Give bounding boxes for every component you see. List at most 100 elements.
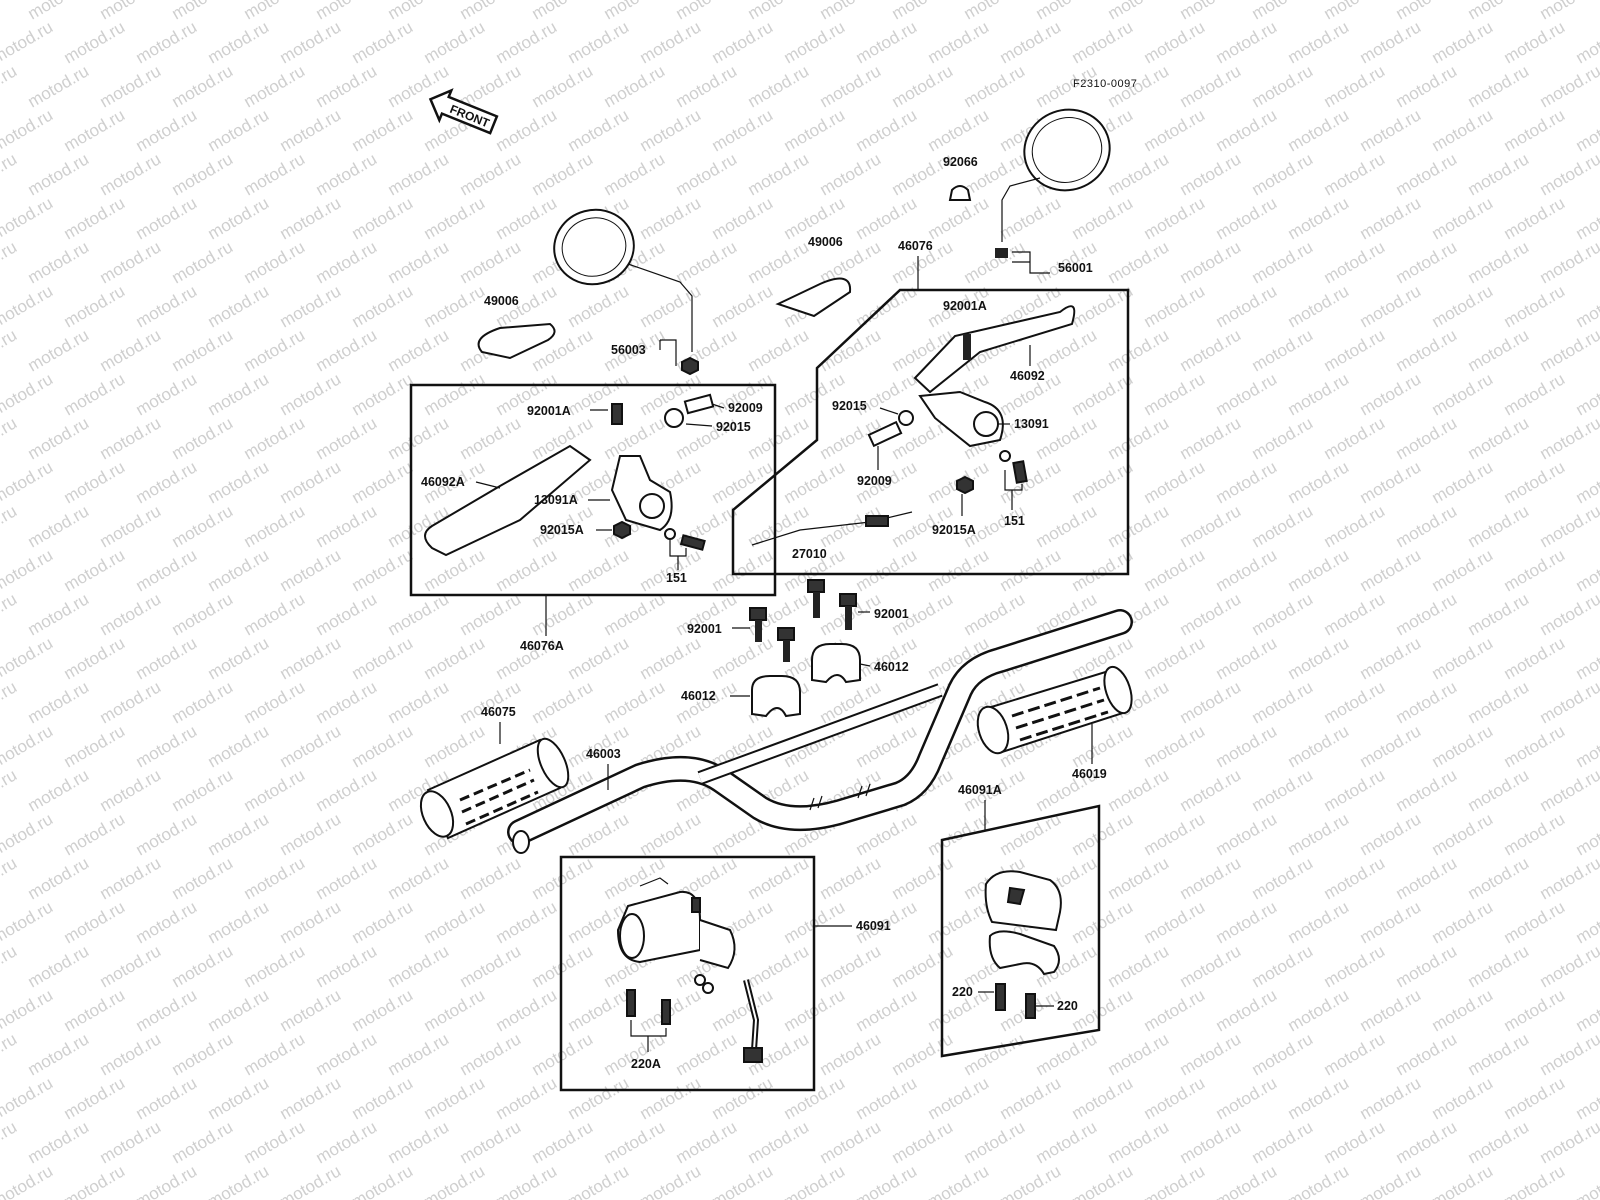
- watermark-text: motod.ru: [1177, 0, 1245, 23]
- watermark-text: motod.ru: [1069, 545, 1137, 595]
- watermark-text: motod.ru: [0, 677, 20, 727]
- adjuster-92009-left: [683, 393, 715, 415]
- watermark-text: motod.ru: [1393, 61, 1461, 111]
- watermark-text: motod.ru: [1285, 105, 1353, 155]
- watermark-text: motod.ru: [1393, 1029, 1461, 1079]
- watermark-text: motod.ru: [1249, 237, 1317, 287]
- watermark-text: motod.ru: [565, 1073, 633, 1123]
- watermark-text: motod.ru: [1429, 897, 1497, 947]
- watermark-text: motod.ru: [205, 1161, 273, 1200]
- watermark-text: motod.ru: [1465, 413, 1533, 463]
- watermark-text: motod.ru: [1357, 281, 1425, 331]
- watermark-text: motod.ru: [1501, 105, 1569, 155]
- watermark-text: motod.ru: [1573, 545, 1600, 595]
- watermark-text: motod.ru: [1357, 1161, 1425, 1200]
- watermark-text: motod.ru: [997, 17, 1065, 67]
- watermark-text: motod.ru: [97, 941, 165, 991]
- watermark-text: motod.ru: [853, 105, 921, 155]
- label-92009-left: 92009: [728, 401, 763, 415]
- watermark-text: motod.ru: [1321, 1029, 1389, 1079]
- watermark-text: motod.ru: [889, 1117, 957, 1167]
- label-46012-a: 46012: [874, 660, 909, 674]
- watermark-text: motod.ru: [1249, 1029, 1317, 1079]
- watermark-text: motod.ru: [25, 589, 93, 639]
- watermark-text: motod.ru: [205, 281, 273, 331]
- watermark-text: motod.ru: [133, 281, 201, 331]
- watermark-text: motod.ru: [97, 765, 165, 815]
- watermark-text: motod.ru: [385, 237, 453, 287]
- watermark-text: motod.ru: [1501, 17, 1569, 67]
- watermark-text: motod.ru: [241, 765, 309, 815]
- watermark-text: motod.ru: [529, 853, 597, 903]
- watermark-text: motod.ru: [1249, 853, 1317, 903]
- label-220-a: 220: [952, 985, 973, 999]
- watermark-text: motod.ru: [313, 0, 381, 23]
- watermark-text: motod.ru: [241, 1117, 309, 1167]
- watermark-text: motod.ru: [1069, 897, 1137, 947]
- watermark-text: motod.ru: [0, 149, 20, 199]
- watermark-text: motod.ru: [313, 501, 381, 551]
- watermark-text: motod.ru: [25, 413, 93, 463]
- right-grip-46019: [976, 665, 1133, 755]
- watermark-text: motod.ru: [817, 1029, 885, 1079]
- watermark-text: motod.ru: [241, 237, 309, 287]
- watermark-text: motod.ru: [1249, 325, 1317, 375]
- watermark-text: motod.ru: [1357, 985, 1425, 1035]
- watermark-text: motod.ru: [601, 61, 669, 111]
- watermark-text: motod.ru: [1393, 677, 1461, 727]
- watermark-text: motod.ru: [97, 237, 165, 287]
- watermark-text: motod.ru: [97, 0, 165, 23]
- watermark-text: motod.ru: [889, 61, 957, 111]
- watermark-text: motod.ru: [25, 237, 93, 287]
- watermark-text: motod.ru: [997, 457, 1065, 507]
- watermark-text: motod.ru: [637, 193, 705, 243]
- watermark-text: motod.ru: [1213, 1073, 1281, 1123]
- watermark-text: motod.ru: [0, 17, 56, 67]
- watermark-text: motod.ru: [169, 853, 237, 903]
- watermark-text: motod.ru: [889, 853, 957, 903]
- watermark-text: motod.ru: [1321, 413, 1389, 463]
- watermark-text: motod.ru: [709, 193, 777, 243]
- watermark-text: motod.ru: [1429, 281, 1497, 331]
- watermark-text: motod.ru: [781, 105, 849, 155]
- watermark-text: motod.ru: [961, 0, 1029, 23]
- watermark-text: motod.ru: [61, 457, 129, 507]
- right-mirror: [995, 108, 1111, 258]
- watermark-text: motod.ru: [349, 545, 417, 595]
- watermark-text: motod.ru: [1393, 149, 1461, 199]
- watermark-text: motod.ru: [1105, 237, 1173, 287]
- watermark-text: motod.ru: [313, 1029, 381, 1079]
- watermark-text: motod.ru: [457, 149, 525, 199]
- watermark-text: motod.ru: [1285, 369, 1353, 419]
- watermark-text: motod.ru: [133, 105, 201, 155]
- watermark-text: motod.ru: [1177, 413, 1245, 463]
- watermark-text: motod.ru: [1105, 765, 1173, 815]
- watermark-text: motod.ru: [745, 0, 813, 23]
- watermark-text: motod.ru: [0, 61, 20, 111]
- watermark-text: motod.ru: [1249, 1117, 1317, 1167]
- watermark-text: motod.ru: [1429, 369, 1497, 419]
- label-46012-b: 46012: [681, 689, 716, 703]
- adjuster-92009-right: [867, 420, 903, 448]
- watermark-text: motod.ru: [97, 589, 165, 639]
- watermark-text: motod.ru: [745, 941, 813, 991]
- watermark-text: motod.ru: [0, 633, 56, 683]
- watermark-text: motod.ru: [781, 457, 849, 507]
- watermark-text: motod.ru: [493, 897, 561, 947]
- watermark-text: motod.ru: [1177, 1117, 1245, 1167]
- watermark-text: motod.ru: [1177, 589, 1245, 639]
- watermark-text: motod.ru: [529, 941, 597, 991]
- watermark-text: motod.ru: [565, 17, 633, 67]
- watermark-text: motod.ru: [1537, 61, 1600, 111]
- watermark-text: motod.ru: [1105, 1029, 1173, 1079]
- watermark-text: motod.ru: [1177, 765, 1245, 815]
- watermark-text: motod.ru: [1069, 721, 1137, 771]
- watermark-text: motod.ru: [601, 0, 669, 23]
- watermark-text: motod.ru: [529, 1029, 597, 1079]
- watermark-text: motod.ru: [241, 0, 309, 23]
- right-lever-cover: [775, 277, 852, 318]
- watermark-text: motod.ru: [1573, 721, 1600, 771]
- watermark-text: motod.ru: [241, 61, 309, 111]
- watermark-text: motod.ru: [1573, 281, 1600, 331]
- watermark-text: motod.ru: [25, 1117, 93, 1167]
